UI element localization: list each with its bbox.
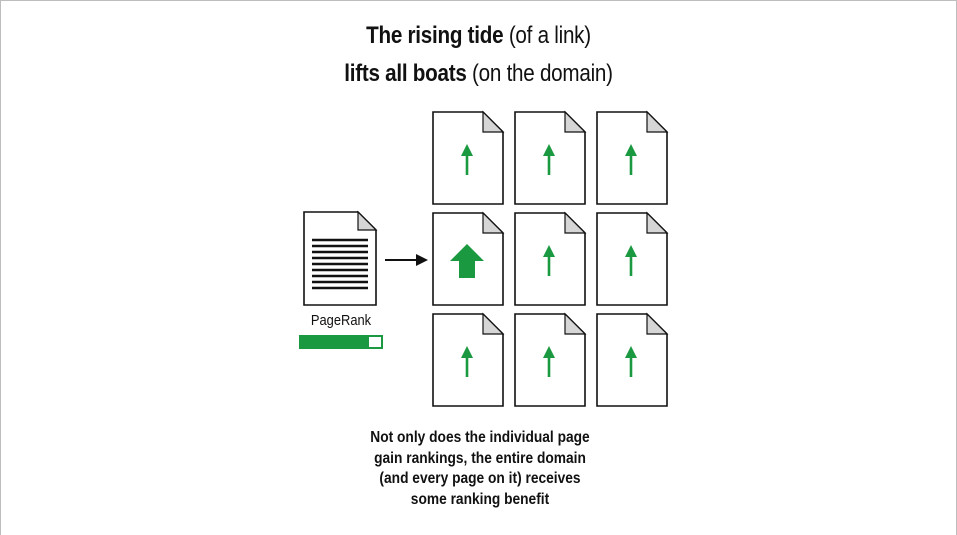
link-arrow-icon (385, 254, 428, 266)
caption-line: Not only does the individual page (370, 429, 590, 446)
title-line-2: lifts all boats (on the domain) (67, 60, 890, 88)
caption-line: some ranking benefit (410, 490, 550, 508)
caption-line: gain rankings, the entire domain (374, 449, 586, 467)
caption: Not only does the individual page gain r… (325, 428, 635, 510)
title-line-1-bold: The rising tide (366, 22, 504, 49)
up-arrow-icon (625, 346, 637, 377)
up-arrow-icon (461, 144, 473, 175)
up-arrow-icon (625, 144, 637, 175)
domain-page-icon (514, 211, 587, 306)
up-arrow-icon (543, 144, 555, 175)
domain-page-icon (514, 110, 587, 205)
up-arrow-icon (625, 245, 637, 276)
domain-page-icon (432, 110, 505, 205)
domain-page-icon (514, 312, 587, 407)
pagerank-label: PageRank (310, 312, 372, 329)
pagerank-bar-fill (301, 337, 369, 347)
up-arrow-icon (461, 346, 473, 377)
caption-line: (and every page on it) receives (379, 470, 581, 487)
large-up-arrow-icon (450, 244, 484, 278)
domain-page-icon (596, 211, 669, 306)
source-document-icon (303, 210, 378, 306)
domain-page-icon (432, 312, 505, 407)
up-arrow-icon (543, 245, 555, 276)
text-lines (312, 238, 368, 290)
title-line-1-normal: (of a link) (508, 22, 591, 49)
title-line-2-normal: (on the domain) (472, 60, 613, 87)
domain-pages-grid (432, 110, 669, 407)
pagerank-bar (299, 335, 383, 349)
domain-page-icon (432, 211, 505, 306)
domain-page-icon (596, 312, 669, 407)
domain-page-icon (596, 110, 669, 205)
title-line-1: The rising tide (of a link) (67, 22, 890, 50)
title-line-2-bold: lifts all boats (344, 60, 467, 87)
up-arrow-icon (543, 346, 555, 377)
